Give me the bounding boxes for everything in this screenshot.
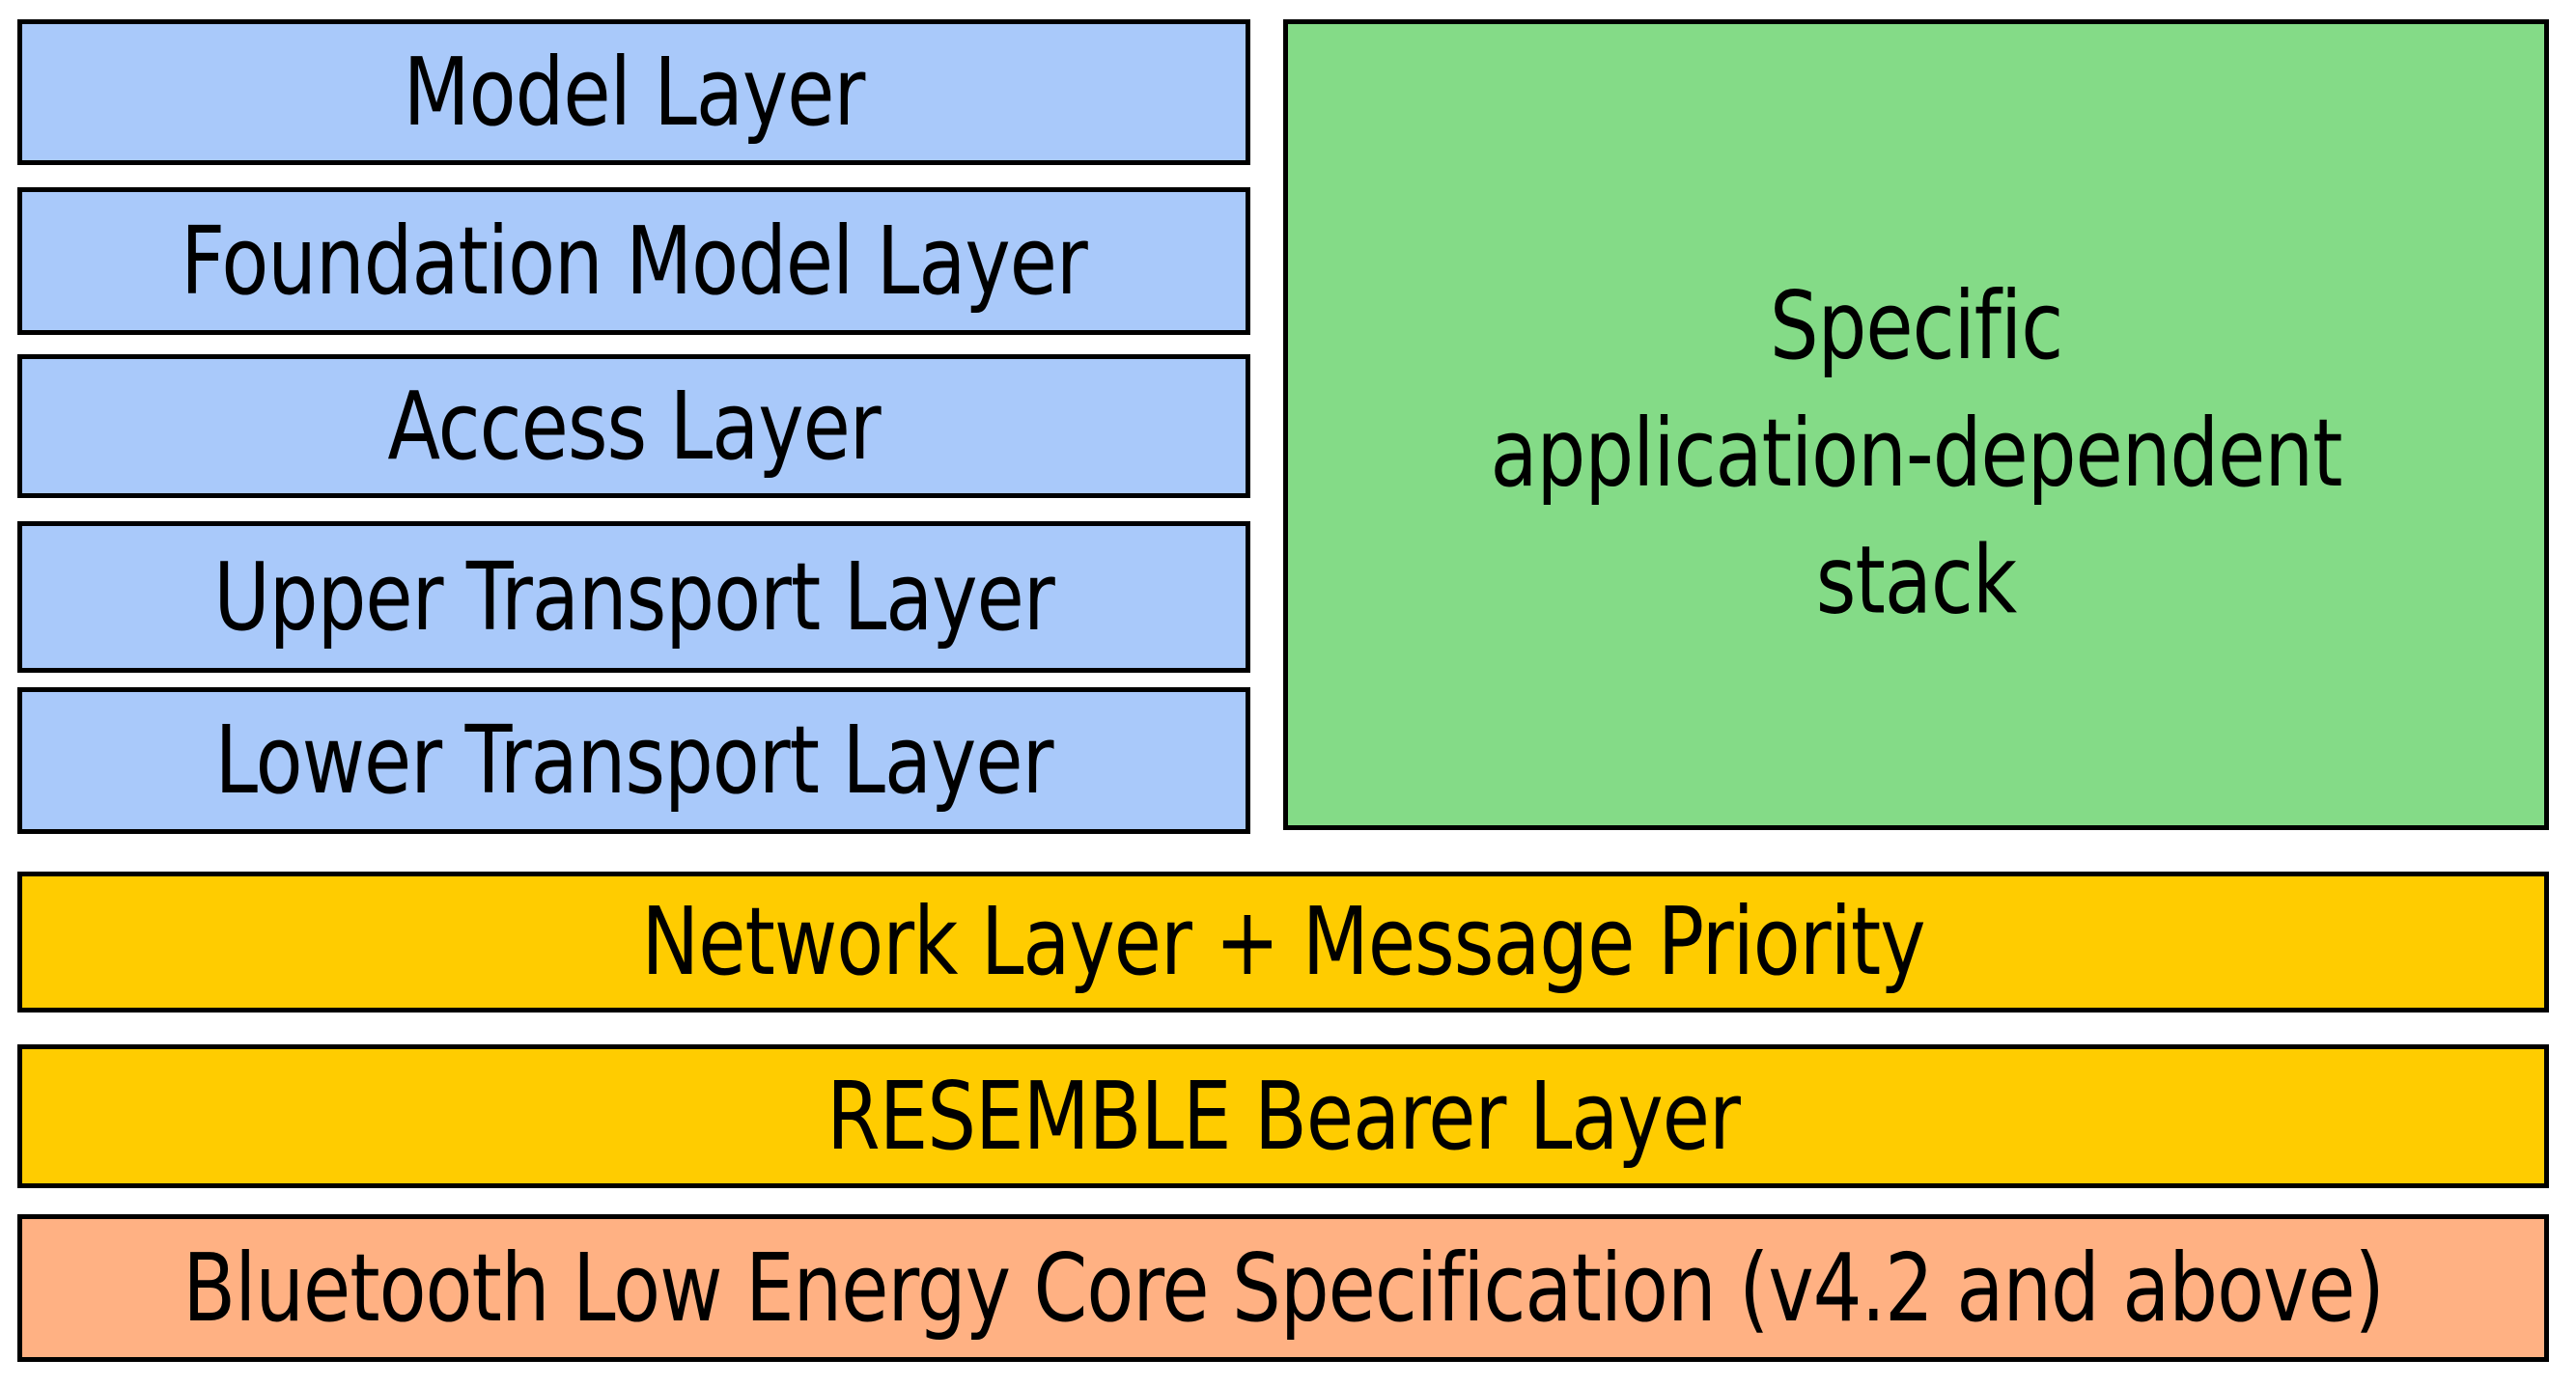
upper-transport-layer-box: Upper Transport Layer [17,521,1250,673]
ble-core-spec-box: Bluetooth Low Energy Core Specification … [17,1214,2549,1362]
resemble-bearer-layer-box: RESEMBLE Bearer Layer [17,1044,2549,1188]
model-layer-box: Model Layer [17,19,1250,165]
application-stack-line-2: application-dependent [1490,398,2343,509]
lower-transport-layer-label: Lower Transport Layer [214,705,1054,816]
application-stack-line-3: stack [1815,525,2017,635]
resemble-bearer-layer-label: RESEMBLE Bearer Layer [826,1061,1741,1171]
access-layer-box: Access Layer [17,354,1250,498]
upper-transport-layer-label: Upper Transport Layer [213,541,1055,652]
foundation-model-layer-box: Foundation Model Layer [17,187,1250,335]
application-stack-line-1: Specific [1769,270,2063,381]
application-stack-box: Specific application-dependent stack [1283,19,2549,830]
foundation-model-layer-label: Foundation Model Layer [181,206,1088,316]
access-layer-label: Access Layer [387,371,881,481]
network-layer-box: Network Layer + Message Priority [17,872,2549,1013]
application-stack-label: Specific application-dependent stack [1490,263,2343,644]
network-layer-label: Network Layer + Message Priority [641,886,1925,997]
ble-core-spec-label: Bluetooth Low Energy Core Specification … [182,1233,2385,1343]
lower-transport-layer-box: Lower Transport Layer [17,687,1250,834]
model-layer-label: Model Layer [403,37,866,147]
